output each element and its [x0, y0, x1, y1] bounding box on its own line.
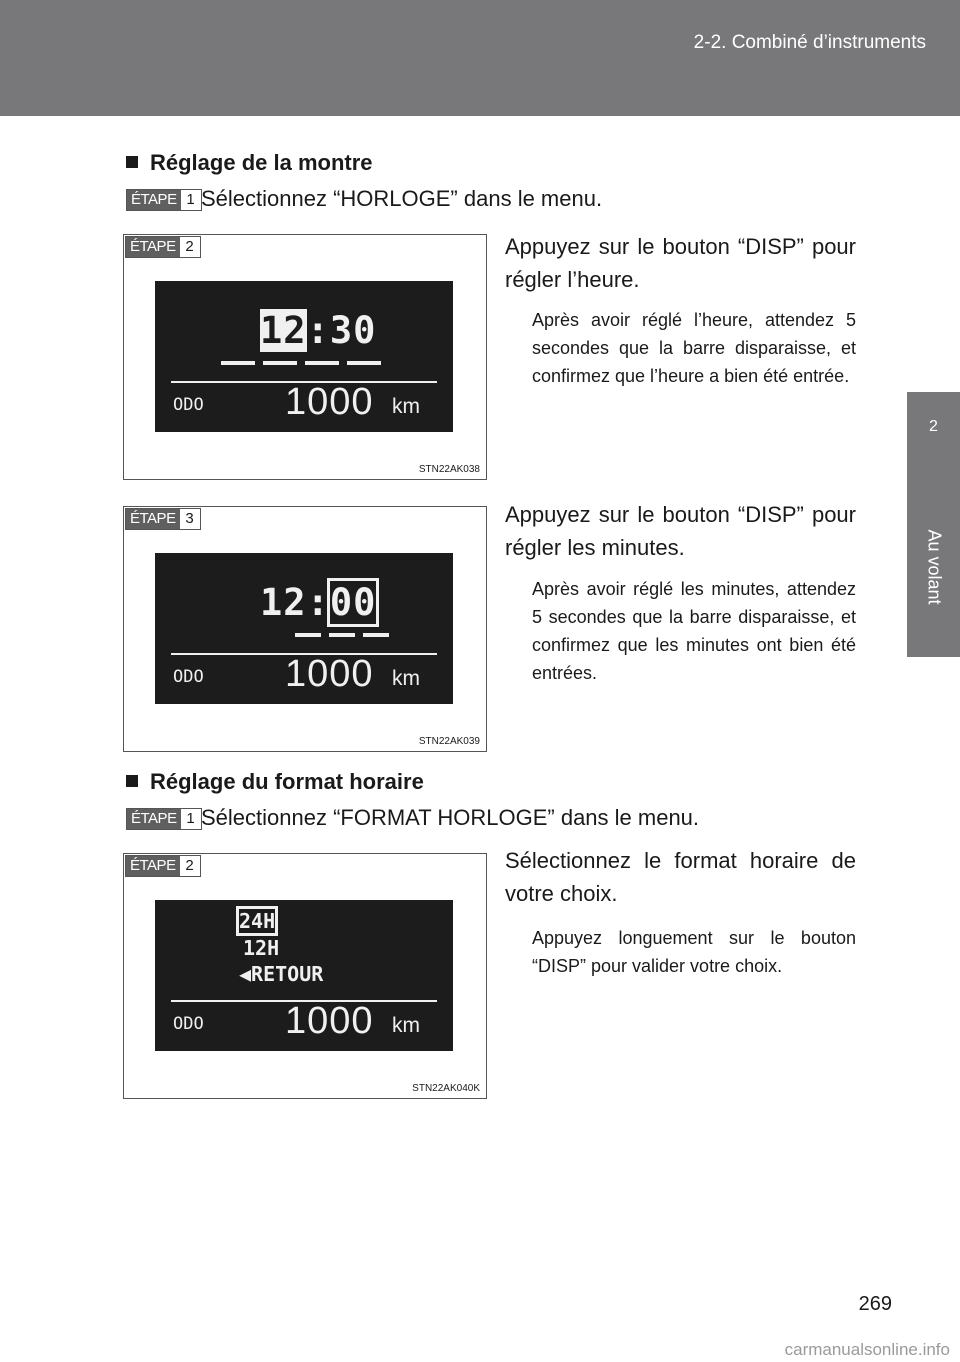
odo-label: ODO [173, 395, 204, 415]
instruction-text: Appuyez sur le bouton “DISP” pour régler… [505, 234, 856, 292]
progress-dash [347, 361, 381, 365]
step-word: ÉTAPE [126, 509, 180, 529]
step-number: 2 [185, 238, 194, 255]
step-word: ÉTAPE [126, 856, 180, 876]
display-divider [171, 653, 437, 655]
step-word: ÉTAPE [127, 809, 181, 829]
odo-label: ODO [173, 1014, 204, 1034]
instrument-display: 12:00 ODO 1000 km [155, 553, 453, 704]
section-title-text: Réglage du format horaire [150, 769, 424, 794]
odo-value: 1000 [285, 1000, 374, 1042]
chapter-tab-strip [907, 477, 960, 657]
step-text: Sélectionnez “HORLOGE” dans le menu. [201, 186, 603, 211]
display-divider [171, 1000, 437, 1002]
progress-dash [221, 361, 255, 365]
step-text: Sélectionnez “FORMAT HORLOGE” dans le me… [201, 805, 700, 830]
figure-clock-minutes: ÉTAPE 3 12:00 ODO 1000 km STN22AK039 [123, 506, 487, 752]
step-word: ÉTAPE [127, 190, 181, 210]
step-number: 1 [186, 191, 195, 208]
chapter-tab-label-text: Au volant [924, 529, 945, 605]
step-number: 2 [185, 857, 194, 874]
clock-hours: 12 [260, 581, 307, 624]
clock-colon: : [306, 581, 330, 624]
step-badge: ÉTAPE 3 [125, 508, 201, 530]
progress-dash [305, 361, 339, 365]
figure-code: STN22AK039 [418, 736, 480, 747]
instruction-text: Sélectionnez le format horaire de votre … [505, 848, 856, 906]
step-badge: ÉTAPE 2 [125, 236, 201, 258]
instruction-text: Appuyez sur le bouton “DISP” pour régler… [505, 502, 856, 560]
figure-clock-format: ÉTAPE 2 24H 12H ◀RETOUR ODO 1000 km STN22… [123, 853, 487, 1099]
step-badge: ÉTAPE 1 [126, 189, 202, 211]
chapter-tab-label: Au volant [916, 497, 952, 637]
page-number: 269 [858, 1293, 892, 1315]
watermark: carmanualsonline.info [784, 1340, 950, 1359]
note-text: Après avoir réglé l’heure, attendez 5 se… [532, 310, 856, 386]
note-text: Après avoir réglé les minutes, attendez … [532, 579, 856, 683]
odo-unit: km [392, 667, 420, 690]
chapter-tab [907, 392, 960, 477]
bullet-square-icon [126, 156, 138, 168]
note-text: Appuyez longuement sur le bouton “DISP” … [532, 928, 856, 976]
odo-label: ODO [173, 667, 204, 687]
odo-value: 1000 [285, 653, 374, 695]
page-header: 2-2. Combiné d’instruments [0, 0, 960, 116]
clock-readout: 12:30 [260, 309, 376, 352]
odo-unit: km [392, 395, 420, 418]
odo-unit: km [392, 1014, 420, 1037]
instrument-display: 24H 12H ◀RETOUR ODO 1000 km [155, 900, 453, 1051]
back-arrow-icon: ◀ [239, 962, 252, 986]
chapter-tab-number: 2 [929, 418, 938, 435]
menu-option-12h: 12H [243, 936, 280, 960]
progress-dash [363, 633, 389, 637]
bullet-square-icon [126, 775, 138, 787]
menu-option-24h: 24H [235, 906, 279, 936]
figure-code: STN22AK040K [412, 1083, 480, 1094]
step-number: 3 [185, 510, 194, 527]
step-badge: ÉTAPE 2 [125, 855, 201, 877]
progress-dash [329, 633, 355, 637]
clock-colon: : [306, 309, 330, 352]
progress-dash [263, 361, 297, 365]
odo-value: 1000 [285, 381, 374, 423]
step-badge: ÉTAPE 1 [126, 808, 202, 830]
step-word: ÉTAPE [126, 237, 180, 257]
section-title-format: Réglage du format horaire [126, 769, 424, 795]
progress-dash [295, 633, 321, 637]
section-title-text: Réglage de la montre [150, 150, 373, 175]
clock-minutes: 00 [326, 578, 380, 627]
menu-option-text: RETOUR [251, 962, 324, 986]
clock-minutes: 30 [329, 309, 377, 352]
clock-hours: 12 [260, 309, 307, 352]
chapter-title: 2-2. Combiné d’instruments [693, 32, 926, 53]
figure-code: STN22AK038 [418, 464, 480, 475]
section-title-clock: Réglage de la montre [126, 150, 373, 176]
clock-readout: 12:00 [260, 578, 380, 627]
menu-option-text: 24H [235, 906, 279, 936]
menu-option-retour: ◀RETOUR [239, 962, 323, 986]
display-divider [171, 381, 437, 383]
instrument-display: 12:30 ODO 1000 km [155, 281, 453, 432]
step-number: 1 [186, 810, 195, 827]
figure-clock-hours: ÉTAPE 2 12:30 ODO 1000 km STN22AK038 [123, 234, 487, 480]
